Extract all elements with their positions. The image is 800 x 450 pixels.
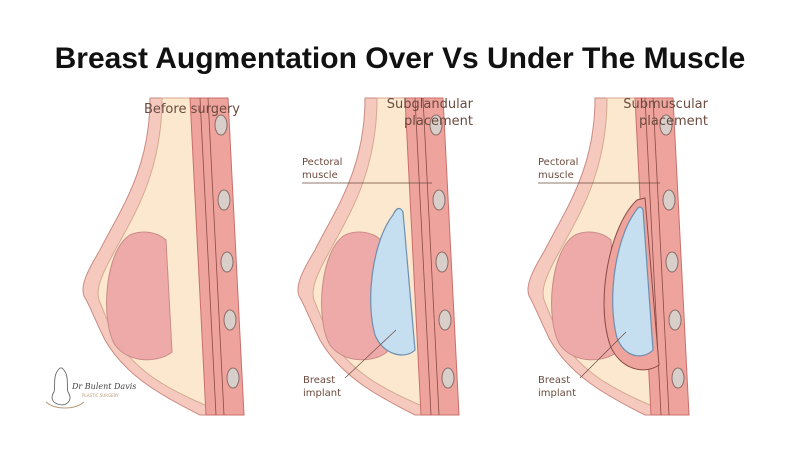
label-breast-implant: Breast (538, 375, 570, 386)
label-pectoral-muscle: Pectoral (538, 157, 578, 168)
label-pectoral-muscle: Pectoral (302, 157, 342, 168)
heading-subglandular-2: placement (404, 114, 473, 129)
svg-text:PLASTIC SURGERY: PLASTIC SURGERY (82, 393, 119, 398)
heading-submuscular: Submuscular (623, 97, 708, 112)
page-title: Breast Augmentation Over Vs Under The Mu… (54, 42, 746, 75)
leader-line (579, 331, 627, 379)
panel-subglandular (297, 97, 460, 416)
label-pectoral-muscle-2: muscle (538, 170, 574, 181)
heading-before-surgery: Before surgery (144, 102, 240, 117)
label-breast-implant-2: implant (303, 388, 341, 399)
heading-subglandular: Subglandular (387, 97, 474, 112)
label-breast-implant-2: implant (538, 388, 576, 399)
logo: Dr Bulent Davis PLASTIC SURGERY (45, 367, 136, 409)
label-pectoral-muscle-2: muscle (302, 170, 338, 181)
panel-submuscular (527, 97, 690, 416)
leader-line (344, 329, 397, 379)
panel-before-surgery (82, 97, 245, 416)
svg-text:Dr Bulent Davis: Dr Bulent Davis (71, 382, 136, 391)
heading-submuscular-2: placement (639, 114, 708, 129)
label-breast-implant: Breast (303, 375, 335, 386)
breast-implant (612, 206, 654, 357)
breast-implant (370, 207, 416, 356)
